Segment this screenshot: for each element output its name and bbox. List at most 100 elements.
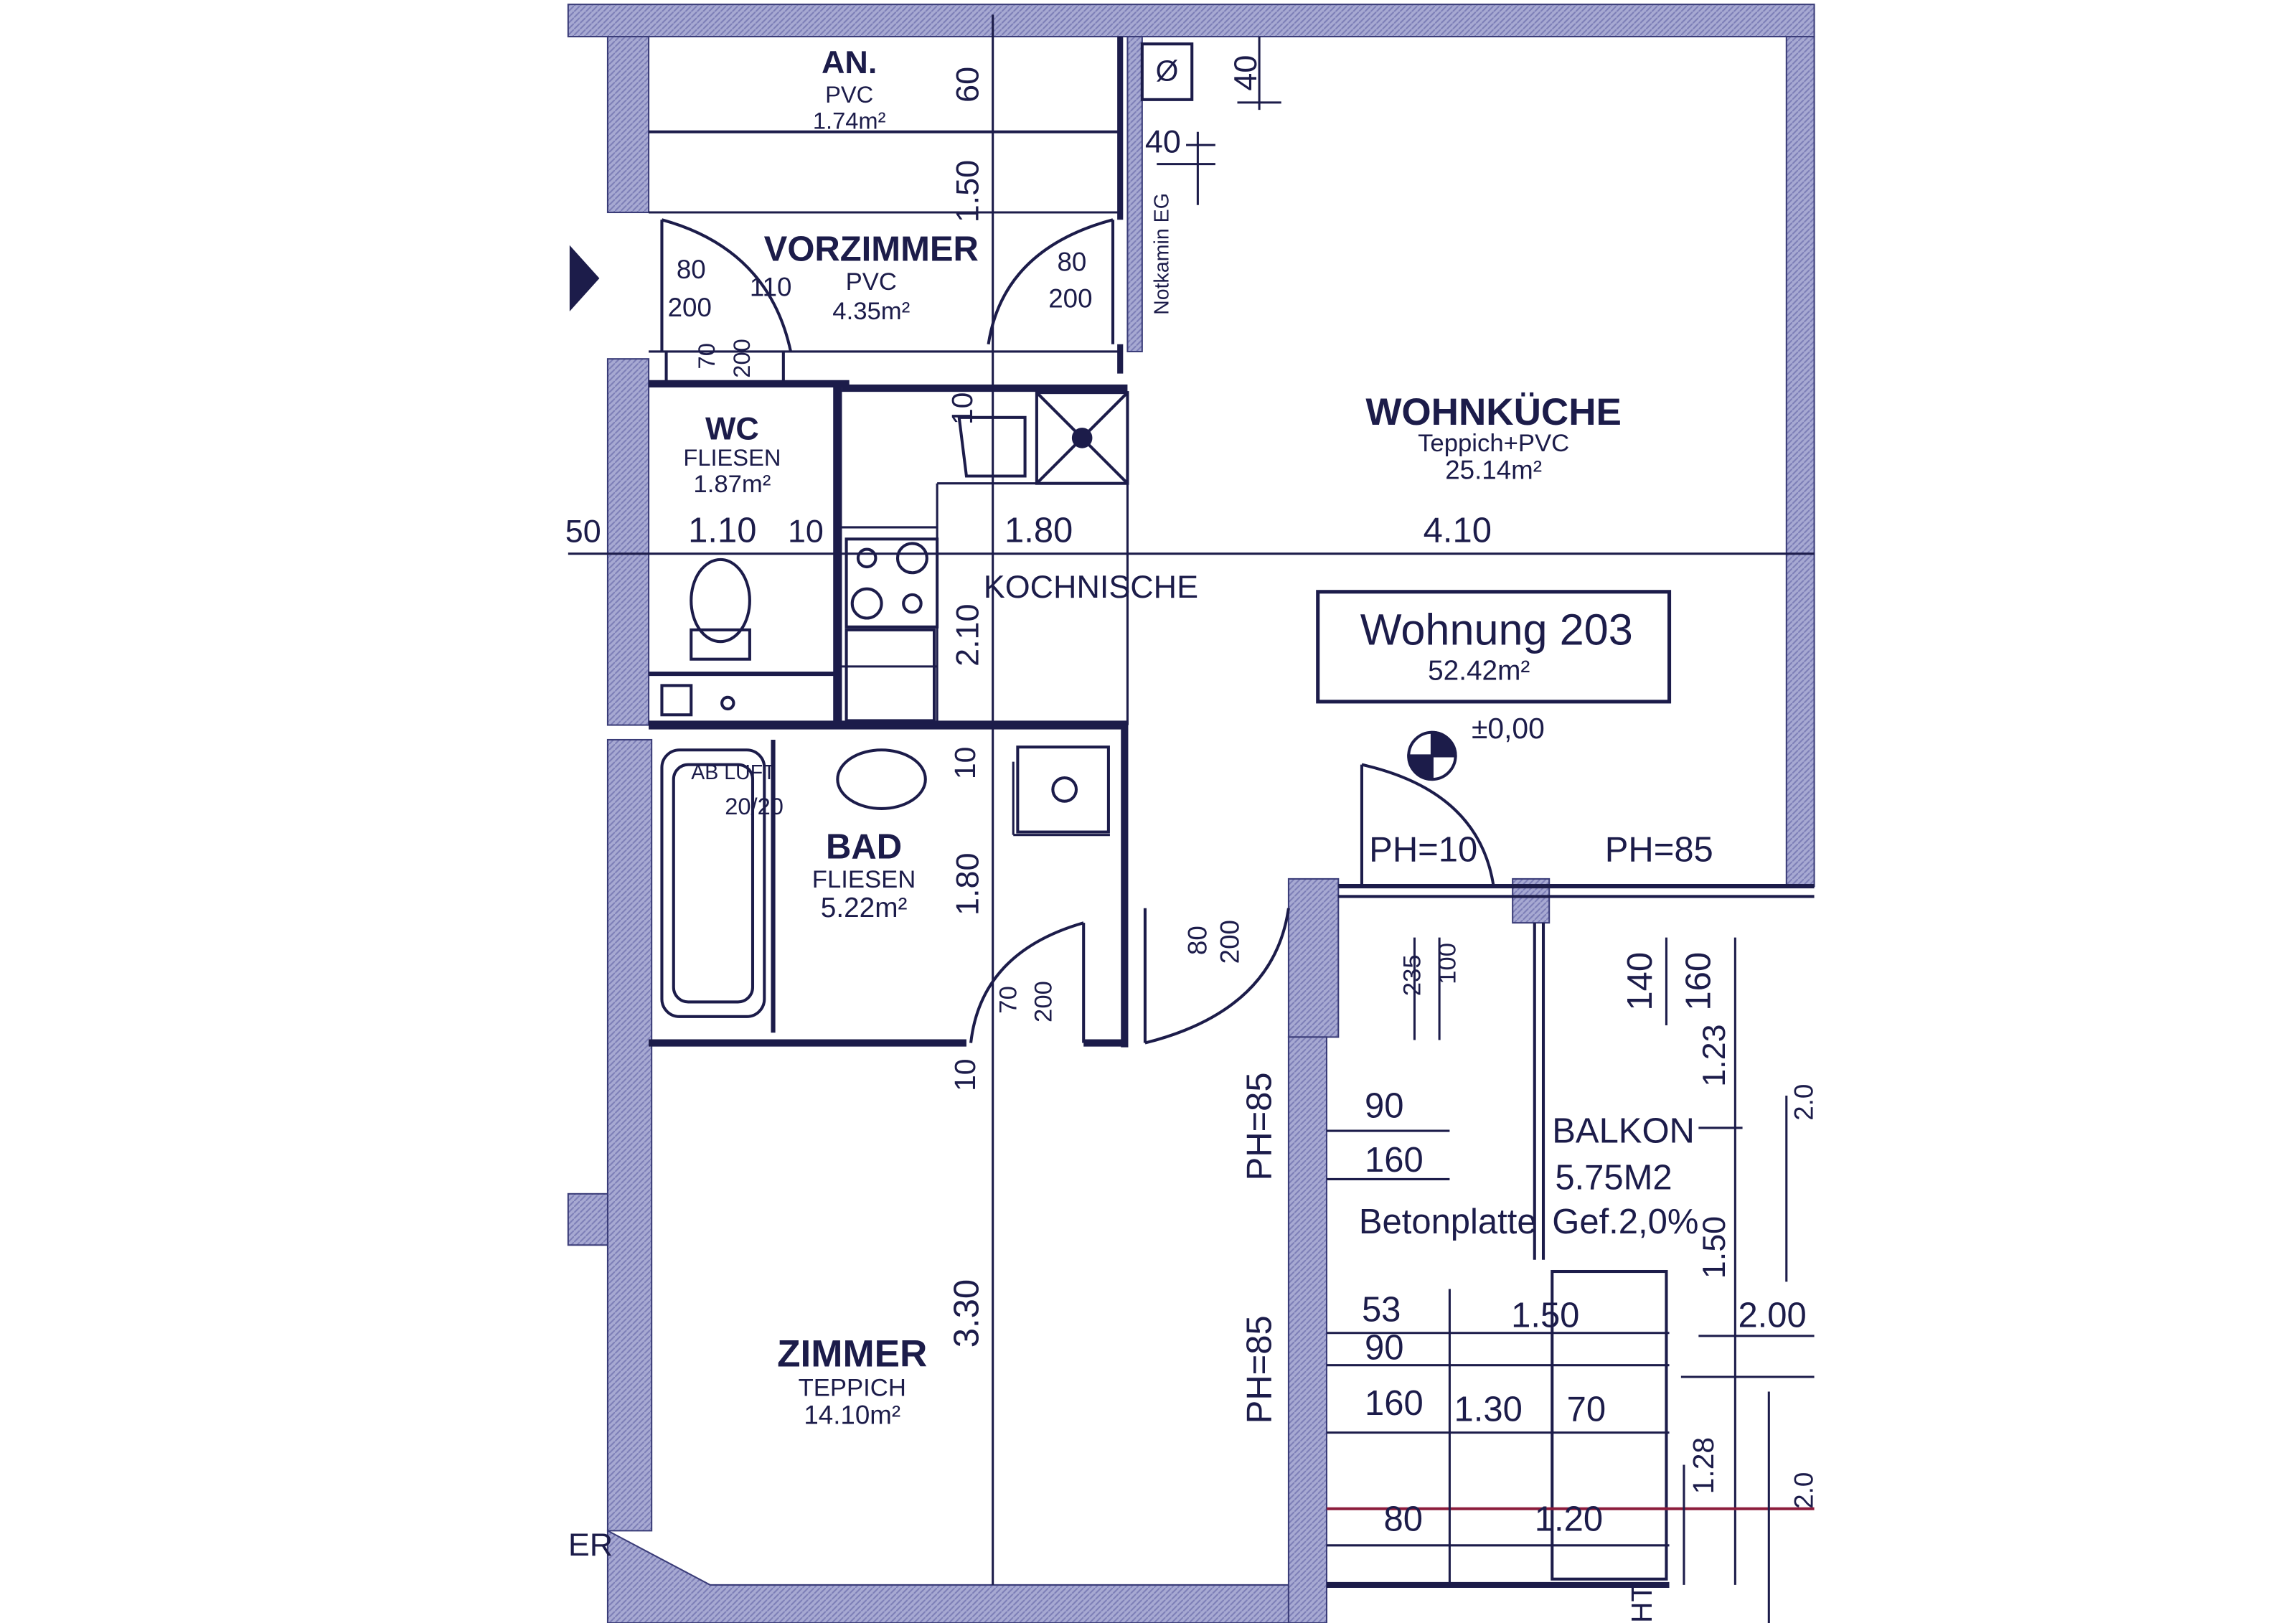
dim-wc-door-w: 70 bbox=[693, 343, 720, 369]
dim-235: 235 bbox=[1399, 954, 1426, 996]
dim-2-00: 2.00 bbox=[1738, 1297, 1806, 1335]
dim-entrance-door-w: 80 bbox=[677, 255, 706, 284]
dim-2-10: 2.10 bbox=[949, 603, 985, 666]
dim-wc-door-h: 200 bbox=[728, 339, 755, 377]
washing-machine-drum bbox=[1051, 776, 1078, 803]
dim-balcony-door-h: 200 bbox=[1215, 920, 1245, 964]
wc-sink-drain bbox=[720, 695, 735, 711]
zimmer-floor: TEPPICH bbox=[799, 1375, 906, 1402]
boiler bbox=[1035, 391, 1129, 485]
dim-1-50: 1.50 bbox=[949, 160, 985, 222]
kitchen-door-swing bbox=[987, 218, 1114, 345]
dim-balcony-door-w: 80 bbox=[1183, 926, 1213, 955]
zimmer-area: 14.10m² bbox=[804, 1400, 900, 1429]
stove bbox=[844, 537, 939, 629]
dim-1-10: 1.10 bbox=[688, 511, 756, 550]
dim-40-top: 40 bbox=[1227, 55, 1264, 91]
wc-name: WC bbox=[705, 410, 759, 446]
washing-machine bbox=[1016, 745, 1110, 834]
dim-100: 100 bbox=[1434, 943, 1462, 984]
fixtures bbox=[660, 42, 1672, 1018]
dim-1-50-c: 1.50 bbox=[1511, 1297, 1579, 1335]
wall-balcony-left-strip bbox=[1287, 1036, 1327, 1623]
balkon-floor: Betonplatte bbox=[1359, 1203, 1537, 1241]
dim-160-b: 160 bbox=[1365, 1141, 1424, 1180]
dim-partial-right-b: 2.0 bbox=[1789, 1472, 1819, 1509]
dim-kitchen-door-h: 200 bbox=[1048, 284, 1092, 314]
zimmer-name: ZIMMER bbox=[777, 1333, 927, 1375]
dim-40-mid: 40 bbox=[1145, 123, 1181, 159]
wc-floor: FLIESEN bbox=[683, 444, 781, 471]
wohnkueche-floor: Teppich+PVC bbox=[1418, 430, 1569, 457]
dim-1-28: 1.28 bbox=[1687, 1437, 1720, 1494]
vorzimmer-area: 4.35m² bbox=[832, 298, 910, 325]
partial-left-b: ER bbox=[568, 1526, 613, 1563]
dim-bad-door-h: 200 bbox=[1030, 981, 1057, 1022]
dim-140: 140 bbox=[1621, 952, 1660, 1011]
room-labels: AN. PVC 1.74m² VORZIMMER PVC 4.35m² WC F… bbox=[565, 44, 1699, 1563]
balkon-area: 5.75M2 bbox=[1555, 1159, 1672, 1198]
wohnkueche-name: WOHNKÜCHE bbox=[1365, 391, 1622, 433]
entrance-arrow bbox=[569, 245, 600, 312]
abluft-label-a: AB LUFT bbox=[691, 761, 775, 784]
zimmer-door-swing bbox=[1144, 908, 1290, 1045]
apartment-area: 52.42m² bbox=[1428, 655, 1530, 686]
balcony-rail-box bbox=[1551, 1269, 1668, 1581]
dim-1-50-b: 1.50 bbox=[1695, 1216, 1732, 1279]
wc-sink bbox=[660, 684, 693, 717]
walls bbox=[567, 4, 1815, 1623]
dim-10-d: 10 bbox=[949, 1059, 982, 1091]
bad-floor: FLIESEN bbox=[812, 866, 916, 893]
wall-left-upper bbox=[606, 36, 650, 214]
dim-160-a: 160 bbox=[1680, 952, 1718, 1011]
dim-ht: HT bbox=[1625, 1584, 1658, 1623]
an-floor: PVC bbox=[825, 81, 873, 108]
entrance-door-swing bbox=[661, 218, 793, 352]
notkamin-label: Notkamin EG bbox=[1151, 193, 1174, 315]
partial-left-a: 50 bbox=[565, 512, 601, 549]
vorzimmer-floor: PVC bbox=[846, 268, 897, 296]
dim-4-10: 4.10 bbox=[1424, 511, 1492, 550]
balcony-door-swing bbox=[1361, 763, 1495, 887]
dim-10-b: 10 bbox=[946, 392, 979, 425]
wohnkueche-area: 25.14m² bbox=[1445, 456, 1542, 485]
dim-80: 80 bbox=[1384, 1500, 1423, 1538]
bathtub bbox=[660, 748, 766, 1018]
dim-70: 70 bbox=[1567, 1390, 1606, 1429]
dim-90-a: 90 bbox=[1365, 1087, 1403, 1126]
dimension-lines bbox=[568, 14, 1815, 1623]
dim-ph-85-top: PH=85 bbox=[1605, 830, 1713, 869]
kochnische-name: KOCHNISCHE bbox=[984, 568, 1198, 605]
stove-burner-2 bbox=[895, 542, 928, 575]
dim-1-80-a: 1.80 bbox=[1004, 511, 1073, 550]
boiler-center bbox=[1071, 428, 1093, 448]
dim-kitchen-door-w: 80 bbox=[1057, 248, 1086, 277]
wc-area: 1.87m² bbox=[693, 471, 771, 498]
dim-90-b: 90 bbox=[1365, 1329, 1403, 1368]
bad-door-swing bbox=[969, 921, 1084, 1043]
doors bbox=[569, 218, 1495, 1045]
level-label: ±0,00 bbox=[1472, 712, 1545, 745]
wc-door-swing bbox=[664, 351, 785, 384]
dim-3-30: 3.30 bbox=[947, 1279, 986, 1347]
wall-left-middle bbox=[606, 358, 650, 726]
wall-right bbox=[1785, 36, 1815, 888]
chimney-symbol: Ø bbox=[1156, 54, 1179, 87]
dim-53: 53 bbox=[1362, 1290, 1401, 1329]
balkon-slope: Gef.2,0% bbox=[1552, 1203, 1698, 1241]
abluft-label-b: 20/20 bbox=[725, 793, 784, 819]
wohnung-box bbox=[1316, 590, 1672, 704]
chimney-box bbox=[1140, 42, 1194, 101]
stove-burner-3 bbox=[850, 587, 883, 620]
dim-1-80-b: 1.80 bbox=[949, 853, 985, 916]
partitions bbox=[649, 37, 1815, 1589]
vorzimmer-name: VORZIMMER bbox=[764, 230, 979, 268]
dim-ph-85-left-a: PH=85 bbox=[1240, 1072, 1279, 1180]
bathtub-inner bbox=[672, 763, 755, 1004]
stove-burner-4 bbox=[902, 593, 923, 614]
an-area: 1.74m² bbox=[813, 108, 886, 134]
dim-partial-right-a: 2.0 bbox=[1789, 1084, 1819, 1121]
kitchen-dishwasher bbox=[844, 628, 936, 723]
dim-ph-10: PH=10 bbox=[1369, 830, 1477, 869]
